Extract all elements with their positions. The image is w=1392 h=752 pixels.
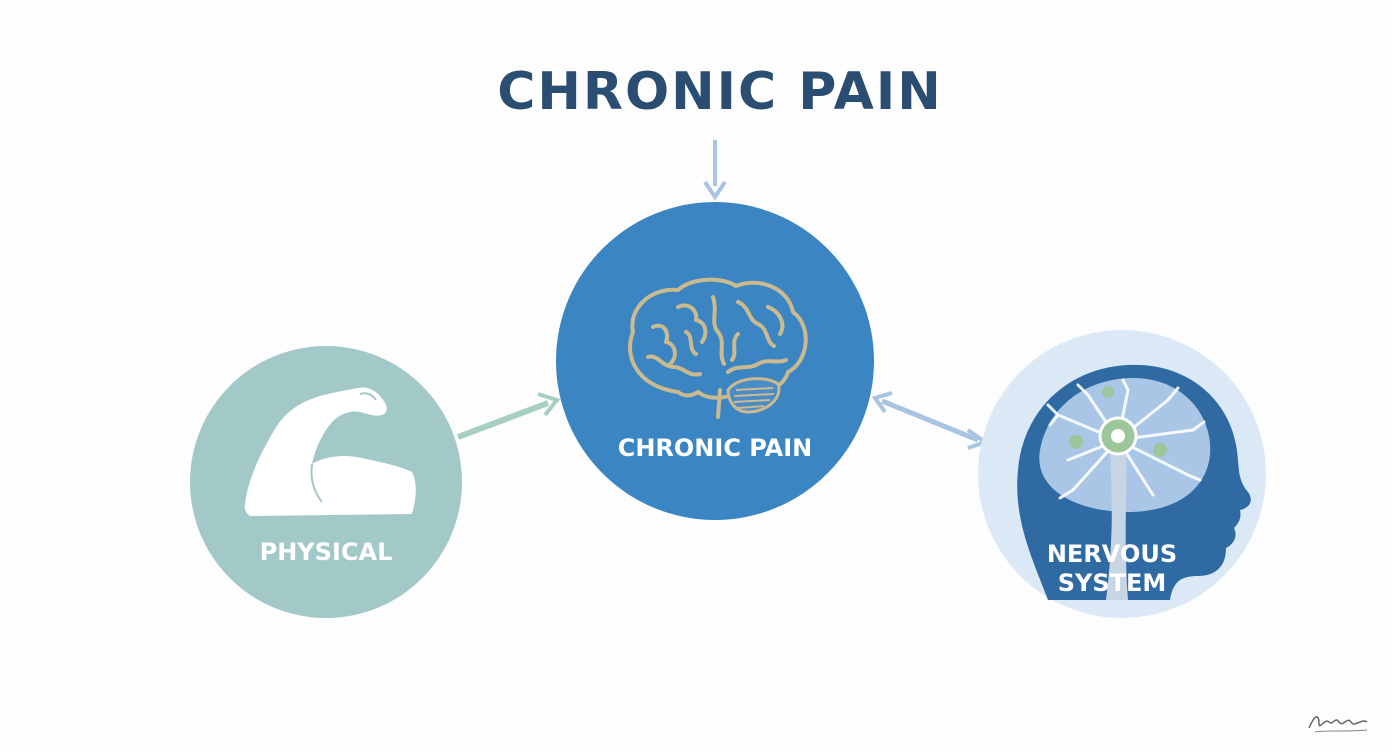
- diagram-title: CHRONIC PAIN: [497, 62, 943, 122]
- arrow-title-to-center: [703, 140, 727, 201]
- head-nervous-system-icon: [1017, 364, 1251, 600]
- signature-logo: [1308, 716, 1368, 733]
- node-physical: PHYSICAL: [190, 346, 462, 618]
- node-chronic-pain-label: CHRONIC PAIN: [617, 434, 813, 462]
- arrow-center-nervous-two-way: [871, 391, 990, 450]
- node-nervous-system-label-line1: NERVOUS: [1046, 540, 1178, 568]
- node-physical-label: PHYSICAL: [259, 538, 393, 566]
- node-nervous-system-label-line2: SYSTEM: [1057, 569, 1167, 597]
- arrow-physical-to-center: [456, 392, 561, 440]
- node-chronic-pain: CHRONIC PAIN: [556, 202, 874, 520]
- brain-icon: [628, 277, 808, 419]
- flexed-arm-icon: [244, 387, 416, 516]
- node-nervous-system: NERVOUS SYSTEM: [978, 330, 1266, 618]
